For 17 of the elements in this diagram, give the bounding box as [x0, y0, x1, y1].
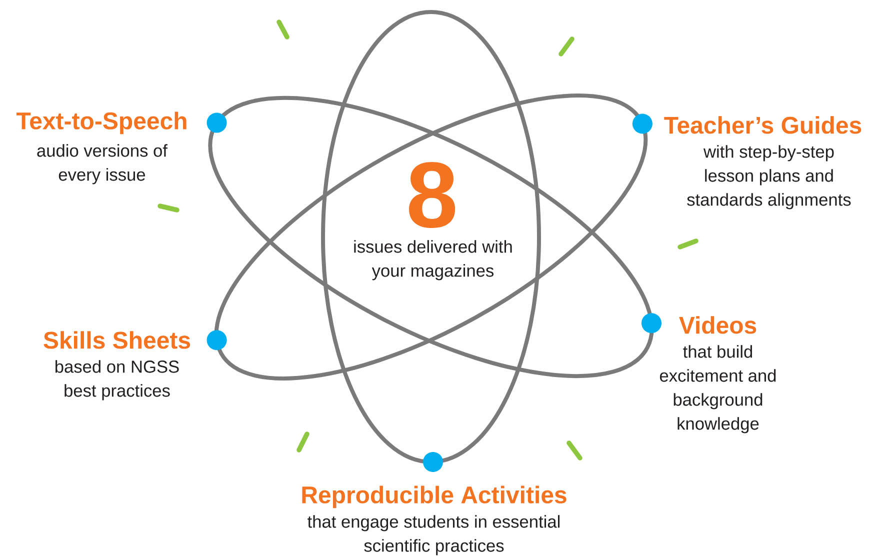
orbit-dot [206, 112, 227, 133]
feature-heading: Teacher’s Guides [664, 116, 862, 134]
orbit-dot [632, 114, 652, 134]
feature-description: with step-by-step lesson plans and standards alignments [687, 145, 851, 210]
feature-heading: Skills Sheets [44, 331, 190, 349]
feature-description: based on NGSS best practices [55, 360, 179, 400]
feature-heading: Text-to-Speech [16, 112, 186, 134]
orbit-dot [423, 452, 443, 472]
orbit-dot [641, 313, 662, 334]
feature-heading: Reproducible Activities [302, 486, 566, 508]
feature-description: that engage students in essential scientific practices [308, 515, 560, 556]
feature-heading: Videos [679, 316, 756, 334]
orbit-dot [206, 330, 227, 350]
feature-description: audio versions of every issue [37, 144, 168, 184]
big-number: 8 [409, 162, 456, 228]
feature-description: that build excitement and background knowledge [660, 345, 776, 434]
center-caption: issues delivered with your magazines [354, 240, 512, 280]
